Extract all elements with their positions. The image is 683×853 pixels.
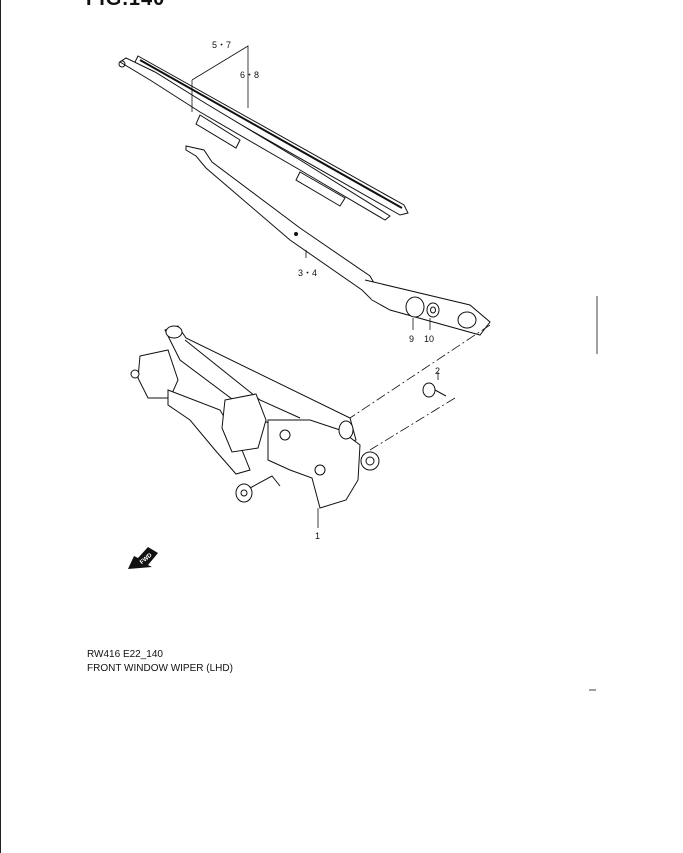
callout-1: 1 xyxy=(315,531,320,541)
wiper-linkage-assembly[interactable] xyxy=(130,325,380,509)
part-9-cap[interactable] xyxy=(405,296,425,318)
diagram-caption: FRONT WINDOW WIPER (LHD) xyxy=(87,663,233,674)
diagram-code: RW416 E22_140 xyxy=(87,649,163,660)
callout-9: 9 xyxy=(409,334,414,344)
page-border xyxy=(0,0,1,853)
callout-2: 2 xyxy=(435,366,440,376)
wiper-blade[interactable] xyxy=(118,55,409,221)
callout-5-7: 5・7 xyxy=(212,40,231,50)
figure-title: FIG.140 xyxy=(86,0,165,11)
part-2-bolt[interactable] xyxy=(422,382,447,398)
callout-6-8: 6・8 xyxy=(240,70,259,80)
fwd-arrow-icon: FWD xyxy=(128,547,158,569)
leader-lines xyxy=(191,45,598,691)
part-10-nut[interactable] xyxy=(426,302,440,318)
callout-3-4: 3・4 xyxy=(298,268,317,278)
callout-10: 10 xyxy=(424,334,434,344)
